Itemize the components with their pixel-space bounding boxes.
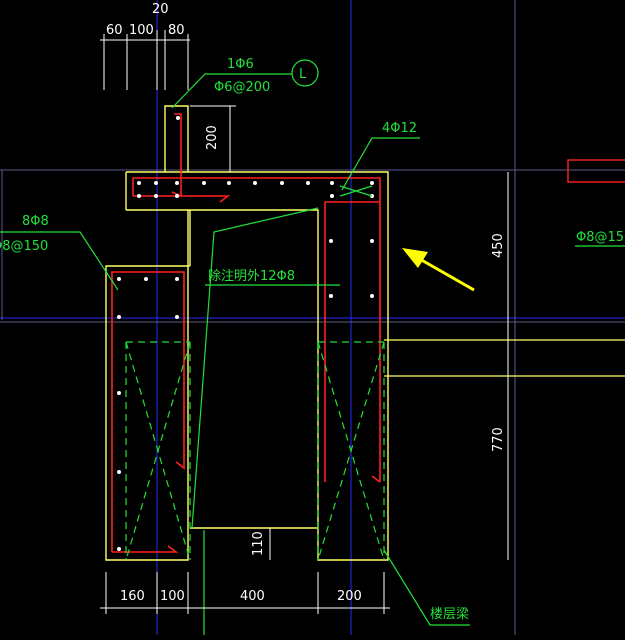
label-except-12phi8: 除注明外12Φ8 [208,269,295,284]
rebar-dot [175,277,179,281]
rebar-right-inner [324,201,380,482]
rebar-dot [117,391,121,395]
rebar-dot [330,194,334,198]
rebar-dot [306,181,310,185]
rebar-dot [154,194,158,198]
rebar-dot [280,181,284,185]
rebar-dot [175,181,179,185]
label-floor-beam: 楼层梁 [430,607,469,622]
top-stub-outline [164,105,189,172]
rebar-dot [227,181,231,185]
label-4phi12: 4Φ12 [382,121,417,136]
label-phi8-150: Φ8@150 [0,239,48,254]
yellow-arrow-icon [402,248,475,292]
stirrup-dashed-lines [125,341,385,561]
rebar-dot [137,181,141,185]
rebar-dot [117,277,121,281]
main-outline [105,171,389,561]
rebar-left-bottom [112,545,179,553]
leader-4phi12 [341,137,420,191]
section-marker-circle [291,59,319,87]
dashed-line [317,341,385,561]
rebar-dot [144,277,148,281]
rebar-dot [370,294,374,298]
label-section-L: L [299,67,307,82]
leader-floor-beam [383,549,470,626]
leader-except [191,207,319,529]
leader-lines [0,59,625,635]
dim-text-20: 20 [152,2,169,17]
rebar-dot [175,315,179,319]
rebar-dot [370,239,374,243]
rebar-dot [253,181,257,185]
rebar-lines [111,113,381,553]
dim-text-100b: 100 [160,589,185,604]
dim-text-100: 100 [129,23,154,38]
rebar-dot [330,181,334,185]
rebar-top-hook [133,195,231,203]
rebar-dot [176,116,180,120]
rebar-dot [202,181,206,185]
leader-1phi6 [171,73,292,109]
dim-text-60: 60 [106,23,123,38]
dim-text-200b: 200 [337,589,362,604]
rebar-dot [154,181,158,185]
rebar-dot [329,239,333,243]
rebar-dot [370,181,374,185]
label-8phi8: 8Φ8 [22,214,49,229]
right-edge-beam-box [567,159,625,183]
rebar-right-hook [371,475,381,483]
rebar-dot [137,194,141,198]
rebar-dot [329,294,333,298]
concrete-outline [105,105,389,561]
leader-8phi8 [0,231,119,291]
rebar-left-column [111,271,185,552]
floor-beam-lines [384,339,625,377]
dimension-lines [100,30,509,614]
label-1phi6: 1Φ6 [227,57,254,72]
dim-text-400: 400 [240,589,265,604]
dim-text-770: 770 [491,427,506,452]
dim-text-110: 110 [251,531,266,556]
rebar-main-top [132,177,381,482]
leader-4phi12-cross-b [339,185,373,197]
rebar-dot [117,470,121,474]
rebar-dot [117,315,121,319]
dim-text-80: 80 [168,23,185,38]
dashed-line [125,341,191,561]
label-phi8-150-right: Φ8@150 [576,230,625,245]
label-phi6-200: Φ6@200 [214,80,270,95]
dim-text-160: 160 [120,589,145,604]
rebar-dot [117,547,121,551]
dim-text-450: 450 [491,233,506,258]
dim-text-200: 200 [205,125,220,150]
rebar-top-stub [171,113,182,198]
rebar-dot [175,194,179,198]
rebar-dots [117,116,374,551]
